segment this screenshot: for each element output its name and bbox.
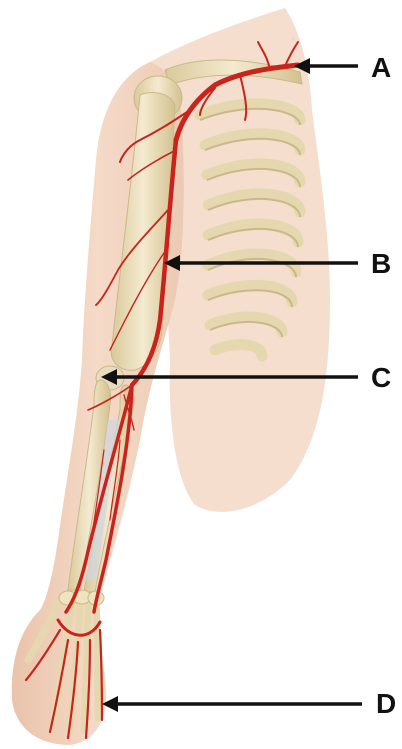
label-a: A bbox=[371, 54, 391, 82]
label-b: B bbox=[371, 250, 391, 278]
label-d: D bbox=[376, 690, 396, 718]
pointer-arrow-d bbox=[102, 696, 362, 712]
label-c: C bbox=[371, 364, 391, 392]
